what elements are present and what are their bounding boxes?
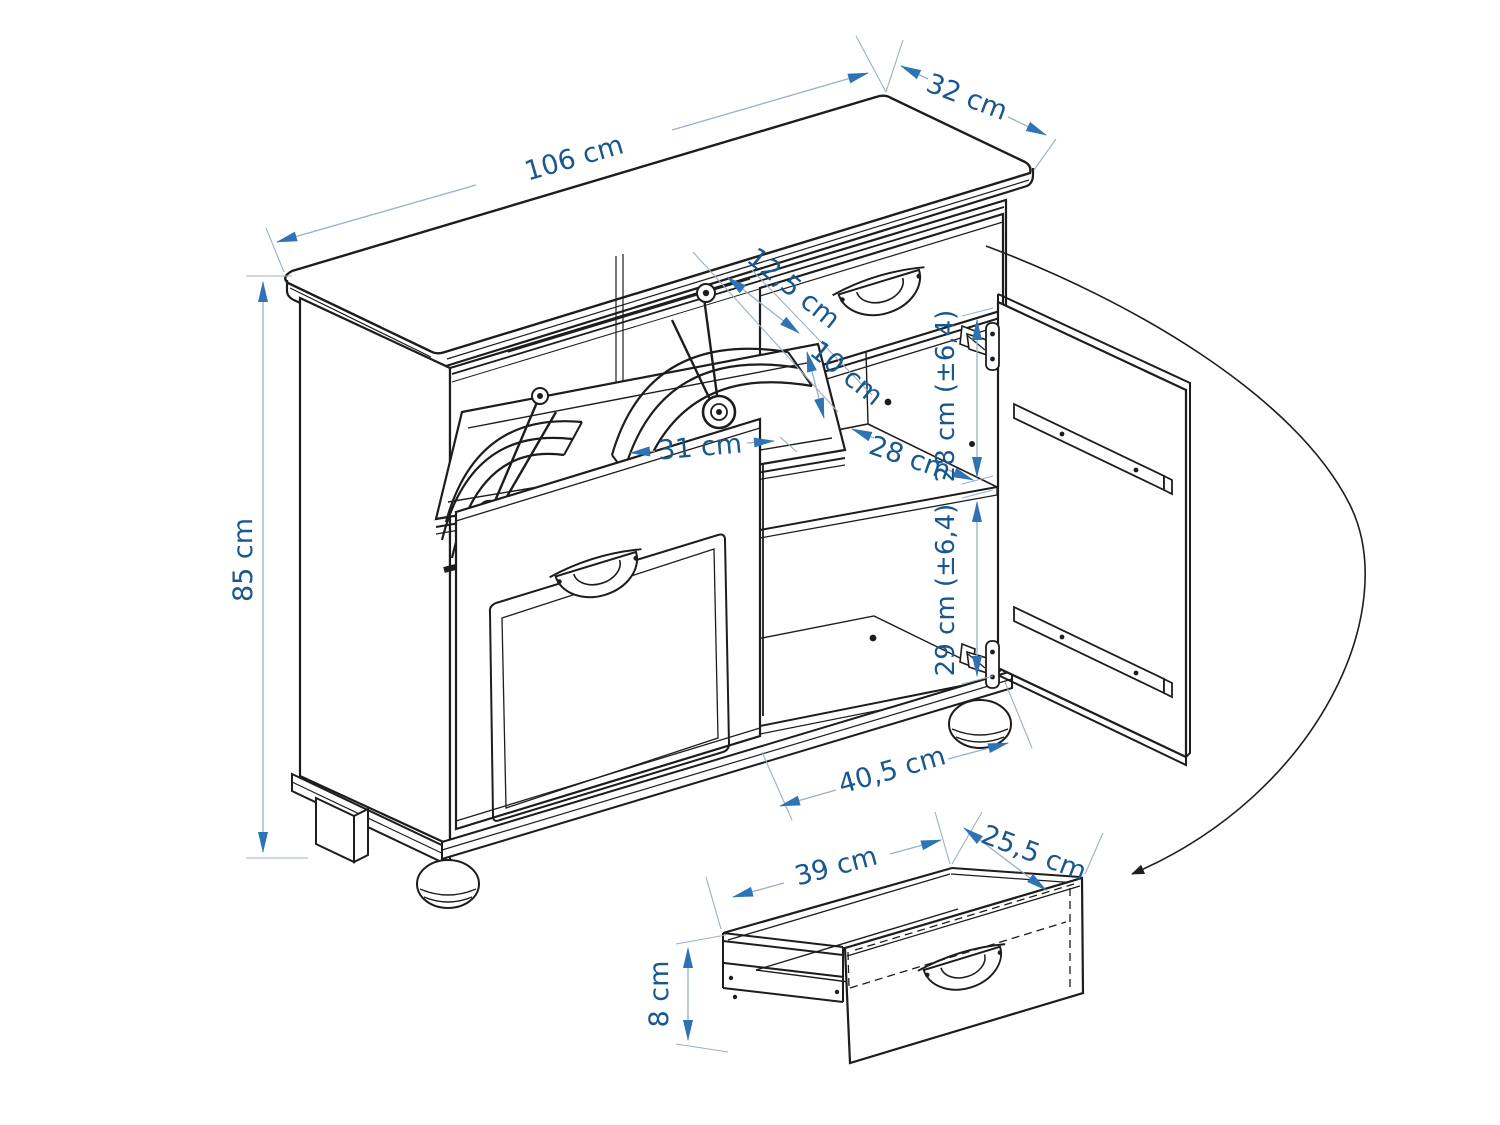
dim-lower-compartment-height: 29 cm (±6,4) [931,489,994,685]
dim-cabinet-height: 85 cm [228,275,308,859]
dim-flap-shelf-width: 31 cm [629,428,798,467]
dim-label-drawer-width: 39 cm [792,841,881,893]
dim-drawer-width: 39 cm [705,811,951,930]
door-rail-upper [1013,402,1173,496]
detached-drawer [722,866,1085,1065]
dim-drawer-depth: 25,5 cm [951,811,1104,891]
dim-label-flap-shelf-width: 31 cm [657,428,743,466]
dim-drawer-side-height: 8 cm [644,934,729,1053]
dim-label-cabinet-height: 85 cm [228,518,259,602]
swing-arc [985,245,1366,875]
plinth-and-feet [291,669,1013,909]
dim-label-lower-compartment-height: 29 cm (±6,4) [931,504,961,677]
dim-label-upper-compartment-height: 28 cm (±6,4) [931,310,961,483]
open-door [959,293,1191,767]
door-rail-lower [1013,605,1173,699]
dim-upper-compartment-height: 28 cm (±6,4) [931,307,994,485]
dim-label-drawer-side-height: 8 cm [644,961,675,1028]
closed-shoe-flap [454,417,762,831]
dim-label-compartment-width: 40,5 cm [835,740,949,800]
